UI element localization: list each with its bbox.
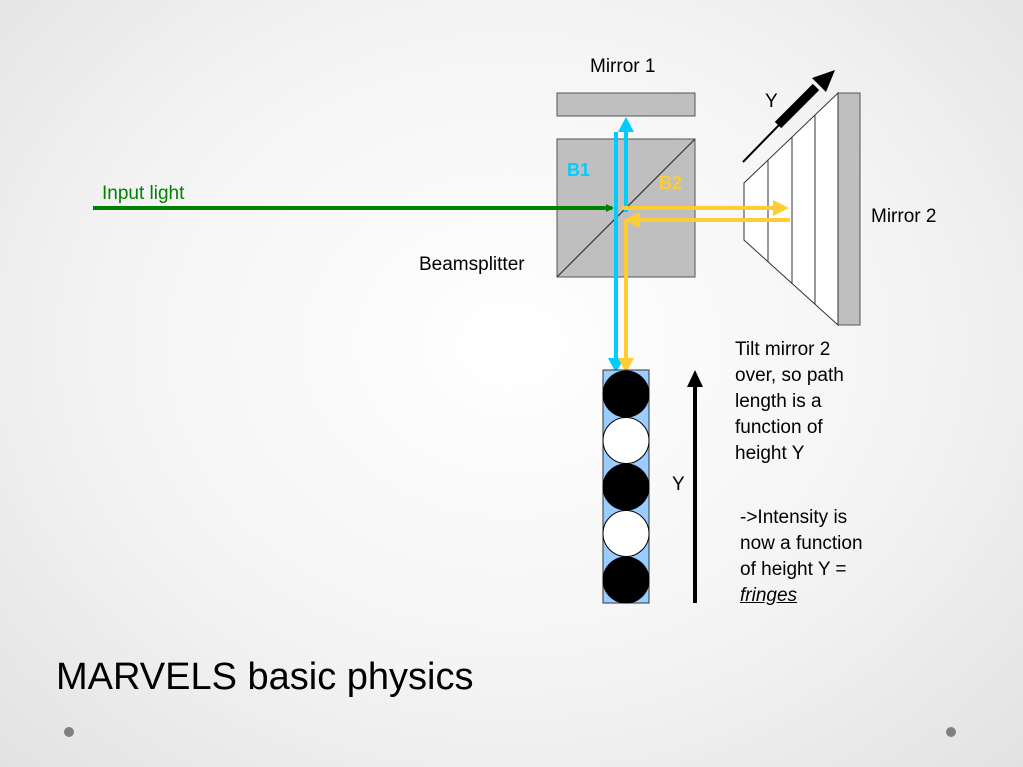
intensity-note-line: ->Intensity is: [740, 507, 848, 528]
input-light-label: Input light: [102, 183, 185, 204]
y-axis-arrow: [687, 370, 703, 603]
beam-b2: [618, 200, 790, 373]
tilt-arrow: [742, 70, 835, 163]
tilt-note-line: function of: [735, 417, 823, 438]
light-fringe: [602, 510, 650, 557]
y-tilt-label: Y: [765, 91, 778, 112]
mirror-1: [556, 92, 696, 117]
slide-bullet-dot-left: [64, 727, 74, 737]
intensity-note-line: now a function: [740, 533, 863, 554]
slide-bullet-dot-right: [946, 727, 956, 737]
mirror-1-label: Mirror 1: [590, 56, 655, 77]
intensity-note: ->Intensity is now a function of height …: [740, 505, 863, 609]
dark-fringe: [602, 556, 650, 604]
b2-label: B2: [659, 173, 682, 193]
tilt-note-line: over, so path: [735, 365, 844, 386]
y-axis-label: Y: [672, 474, 685, 495]
tilt-note: Tilt mirror 2 over, so path length is a …: [735, 337, 844, 467]
intensity-note-line: of height Y =: [740, 559, 847, 580]
beamsplitter-label: Beamsplitter: [419, 254, 525, 275]
mirror-2-label: Mirror 2: [871, 206, 936, 227]
detector-fringes: [602, 369, 650, 604]
fringes-word: fringes: [740, 585, 798, 606]
b1-label: B1: [567, 160, 590, 180]
slide-title: MARVELS basic physics: [56, 656, 474, 698]
light-fringe: [602, 417, 650, 464]
dark-fringe: [602, 463, 650, 511]
tilt-note-line: height Y: [735, 443, 805, 464]
dark-fringe: [602, 370, 650, 418]
tilt-note-line: Tilt mirror 2: [735, 339, 831, 360]
tilt-note-line: length is a: [735, 391, 822, 412]
